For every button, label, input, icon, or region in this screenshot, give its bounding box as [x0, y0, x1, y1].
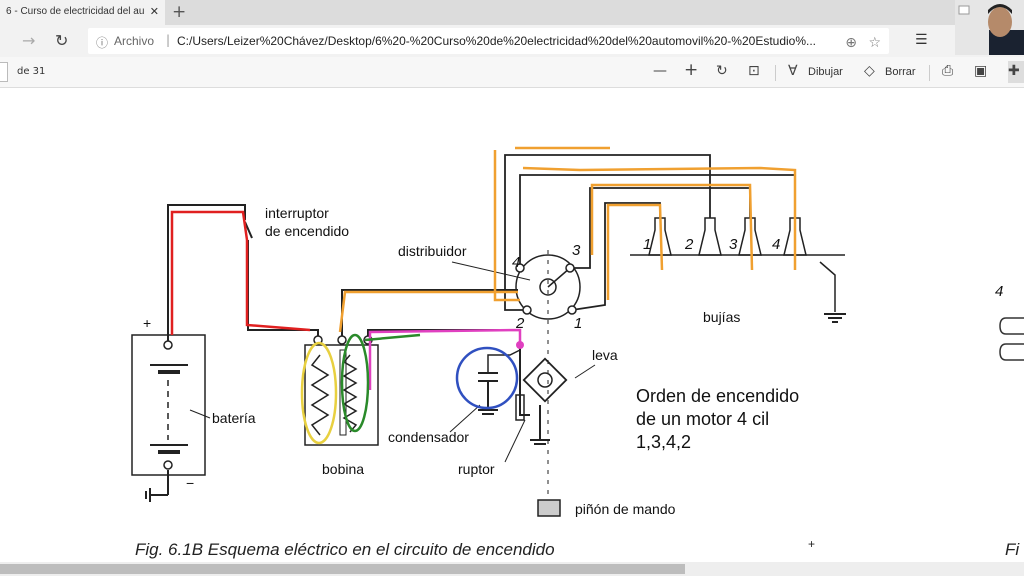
- battery-minus-label: −: [186, 475, 194, 491]
- page-mark: +: [808, 537, 815, 551]
- url-text[interactable]: C:/Users/Leizer%20Chávez/Desktop/6%20-%2…: [177, 34, 817, 48]
- distributor-label: distribuidor: [398, 243, 467, 259]
- coil-label: bobina: [322, 461, 364, 477]
- address-bar-row: → ↻ ⓘ Archivo | C:/Users/Leizer%20Chávez…: [0, 25, 1024, 57]
- distributor-number: 4: [512, 254, 520, 271]
- plug-number: 4: [772, 236, 780, 253]
- distributor-number: 2: [515, 315, 525, 332]
- figure-caption: Fig. 6.1B Esquema eléctrico en el circui…: [135, 540, 555, 559]
- right-page-caption: Fi: [1005, 540, 1020, 559]
- spark-plugs-label: bujías: [703, 309, 740, 325]
- coil-box: [304, 344, 379, 446]
- pdf-toolbar: de 31 — + ↻ ⊡ ∀ Dibujar ◇ Borrar ⎙ ▣ ✚: [0, 57, 1024, 88]
- tab-bar: 6 - Curso de electricidad del aut ✕ +: [0, 0, 1024, 25]
- cam-label: leva: [592, 347, 618, 363]
- star-icon[interactable]: ☆: [868, 35, 881, 51]
- erase-icon[interactable]: ◇: [864, 63, 875, 79]
- ignition-circuit-diagram: + − interruptor de encendido distribuido…: [131, 146, 1024, 559]
- switch-label-2: de encendido: [265, 223, 349, 239]
- tab-title: 6 - Curso de electricidad del aut: [6, 6, 144, 17]
- divider: [775, 65, 776, 81]
- plug-number: 1: [643, 236, 651, 253]
- distributor-cap: [515, 254, 581, 320]
- plug-number: 3: [729, 236, 738, 253]
- forward-icon[interactable]: →: [22, 31, 36, 50]
- pdf-page: + − interruptor de encendido distribuido…: [0, 88, 1024, 562]
- battery-label: batería: [212, 410, 256, 426]
- zoom-icon[interactable]: ⊕: [845, 35, 857, 51]
- firing-order-note: 1,3,4,2: [636, 432, 691, 452]
- page-number-input[interactable]: [0, 62, 8, 82]
- pinion-shape: [537, 499, 561, 517]
- zoom-in-icon[interactable]: +: [684, 60, 699, 80]
- pin-icon[interactable]: ✚: [1008, 61, 1024, 83]
- distributor-number: 3: [572, 242, 581, 259]
- address-bar[interactable]: ⓘ Archivo | C:/Users/Leizer%20Chávez/Des…: [88, 28, 889, 54]
- fit-page-icon[interactable]: ⊡: [748, 63, 760, 79]
- condenser-label: condensador: [388, 429, 469, 445]
- firing-order-note: Orden de encendido: [636, 386, 799, 406]
- pinion-label: piñón de mando: [575, 501, 676, 517]
- zoom-out-icon[interactable]: —: [653, 63, 667, 79]
- print-icon[interactable]: ⎙: [942, 63, 954, 79]
- scrollbar-thumb[interactable]: [0, 564, 685, 574]
- draw-icon[interactable]: ∀: [788, 63, 798, 79]
- close-icon[interactable]: ✕: [149, 5, 159, 18]
- distributor-number: 1: [574, 315, 582, 332]
- draw-button[interactable]: Dibujar: [808, 66, 843, 78]
- webcam-overlay: [955, 0, 1024, 55]
- rotate-icon[interactable]: ↻: [716, 63, 728, 79]
- page-count: de 31: [17, 66, 46, 77]
- erase-button[interactable]: Borrar: [885, 66, 916, 78]
- breaker-label: ruptor: [458, 461, 495, 477]
- plug-number: 2: [684, 236, 694, 253]
- save-icon[interactable]: ▣: [974, 63, 988, 79]
- battery-plus-label: +: [143, 315, 151, 331]
- horizontal-scrollbar[interactable]: [0, 562, 1024, 576]
- address-label: Archivo: [114, 34, 155, 48]
- address-separator: |: [166, 33, 171, 47]
- new-tab-button[interactable]: +: [172, 2, 187, 22]
- divider: [929, 65, 930, 81]
- firing-order-note: de un motor 4 cil: [636, 409, 769, 429]
- refresh-icon[interactable]: ↻: [55, 31, 69, 50]
- info-icon[interactable]: ⓘ: [96, 36, 109, 50]
- favorites-icon[interactable]: ☰: [915, 32, 928, 48]
- cam-shape: [522, 357, 568, 403]
- tab-active[interactable]: 6 - Curso de electricidad del aut ✕: [0, 0, 165, 25]
- right-page-number: 4: [995, 283, 1003, 300]
- switch-label: interruptor: [265, 205, 329, 221]
